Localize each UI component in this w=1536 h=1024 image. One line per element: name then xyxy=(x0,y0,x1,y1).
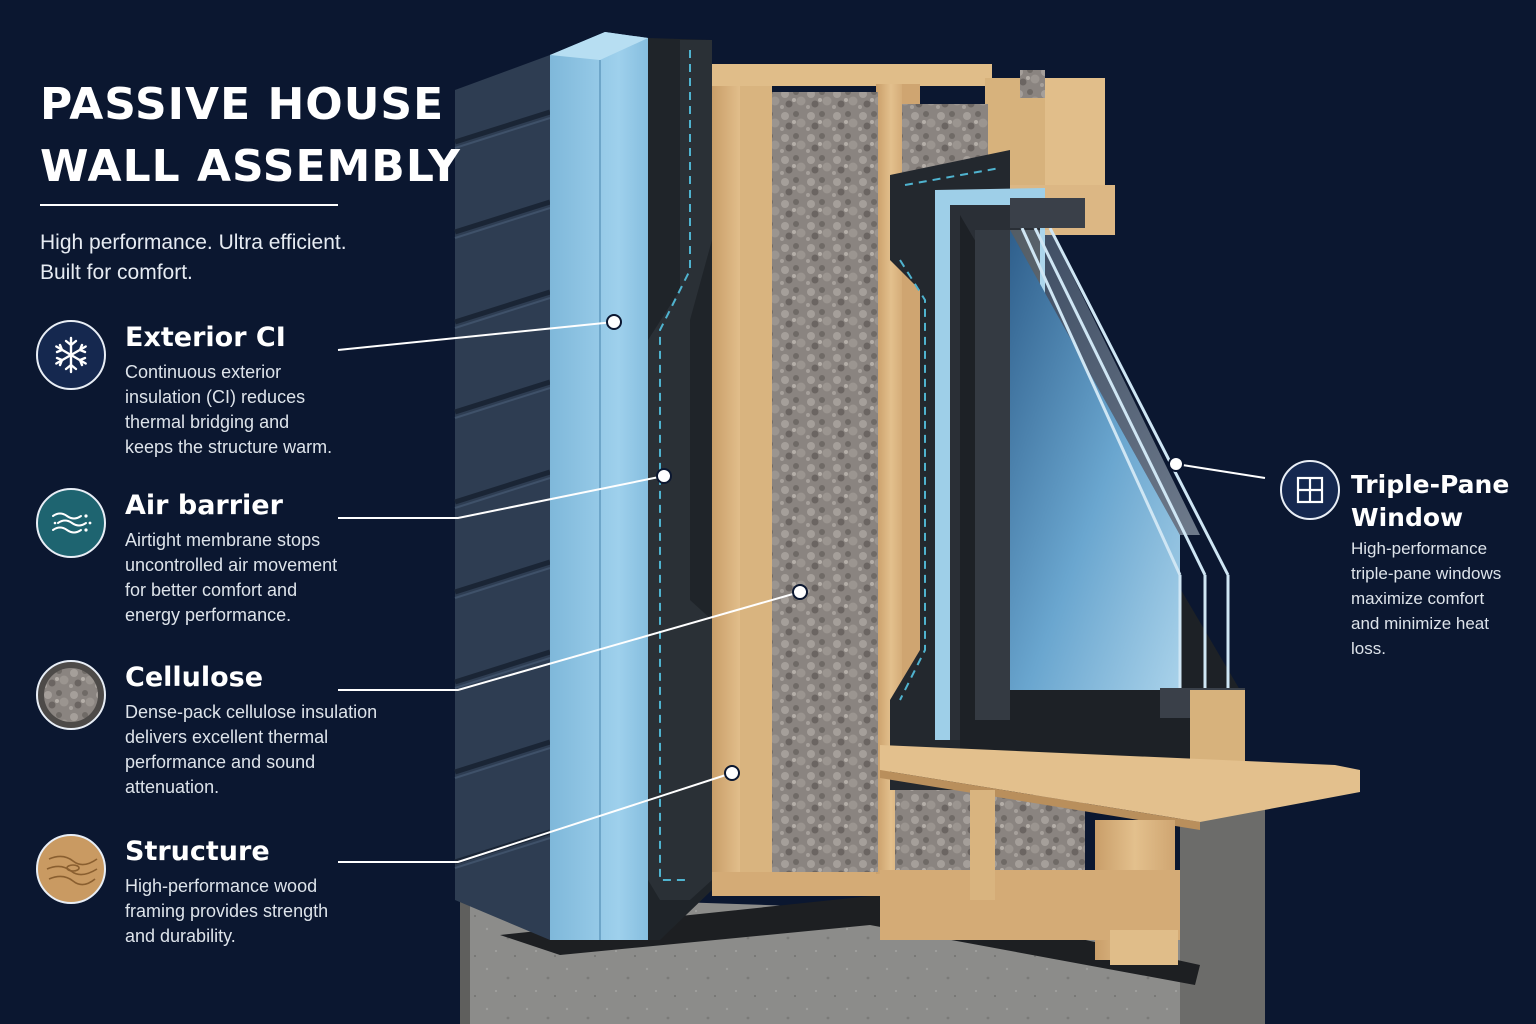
callout-description: Airtight membrane stops uncontrolled air… xyxy=(125,528,435,628)
callout-line: triple-pane windows xyxy=(1351,564,1502,583)
air-barrier-membrane xyxy=(648,38,712,940)
title-line-2: WALL ASSEMBLY xyxy=(40,141,461,192)
cellulose-texture-icon xyxy=(36,660,106,730)
air-flow-icon xyxy=(36,488,106,558)
callout-line: energy performance. xyxy=(125,605,292,625)
leader-dots xyxy=(606,314,1184,781)
page-title: PASSIVE HOUSE WALL ASSEMBLY xyxy=(40,74,461,198)
callout-line: and durability. xyxy=(125,926,236,946)
callout-line: performance and sound xyxy=(125,752,316,772)
callout-line: for better comfort and xyxy=(125,580,298,600)
tagline: High performance. Ultra efficient. Built… xyxy=(40,228,400,288)
callout-title: Air barrier xyxy=(125,490,283,521)
callout-line: delivers excellent thermal xyxy=(125,727,329,747)
leader-structure xyxy=(338,772,733,863)
wood-grain-icon xyxy=(36,834,106,904)
siding xyxy=(454,55,551,940)
leader-air-barrier xyxy=(338,475,665,519)
dot-window xyxy=(1168,456,1184,472)
snowflake-icon xyxy=(36,320,106,390)
callout-title-line: Triple-Pane xyxy=(1351,470,1510,499)
callout-line: uncontrolled air movement xyxy=(125,555,338,575)
dot-structure xyxy=(724,765,740,781)
tagline-line-2: Built for comfort. xyxy=(40,261,193,284)
title-divider xyxy=(40,204,338,206)
title-line-1: PASSIVE HOUSE xyxy=(40,79,445,130)
callout-title: Cellulose xyxy=(125,662,264,693)
callout-line: maximize comfort xyxy=(1351,589,1485,608)
window-sill xyxy=(880,745,1360,965)
callout-line: insulation (CI) reduces xyxy=(125,387,306,407)
callout-title: Structure xyxy=(125,836,270,867)
callout-description: High-performance triple-pane windows max… xyxy=(1351,536,1521,661)
callout-line: and minimize heat xyxy=(1351,614,1489,633)
dot-air-barrier xyxy=(656,468,672,484)
leader-lines xyxy=(337,321,1266,863)
callout-description: Dense-pack cellulose insulation delivers… xyxy=(125,700,435,800)
callout-line: keeps the structure warm. xyxy=(125,437,333,457)
triple-pane-window xyxy=(935,188,1245,775)
dot-cellulose xyxy=(792,584,808,600)
callout-line: loss. xyxy=(1351,639,1386,658)
callout-line: Dense-pack cellulose insulation xyxy=(125,702,378,722)
callout-line: High-performance xyxy=(1351,539,1488,558)
window-icon xyxy=(1280,460,1340,520)
leader-cellulose xyxy=(338,591,801,691)
callout-title: Triple-Pane Window xyxy=(1351,468,1509,534)
cellulose-insulation xyxy=(772,70,1085,905)
callout-line: thermal bridging and xyxy=(125,412,290,432)
callout-title: Exterior CI xyxy=(125,322,286,353)
callout-title-line: Window xyxy=(1351,503,1464,532)
callout-line: Continuous exterior xyxy=(125,362,282,382)
leader-exterior-ci xyxy=(337,321,615,351)
callout-description: High-performance wood framing provides s… xyxy=(125,874,435,949)
callout-line: High-performance wood xyxy=(125,876,318,896)
callout-line: framing provides strength xyxy=(125,901,329,921)
leader-window xyxy=(1175,463,1266,479)
callout-line: attenuation. xyxy=(125,777,220,797)
tagline-line-1: High performance. Ultra efficient. xyxy=(40,231,347,254)
callout-line: Airtight membrane stops xyxy=(125,530,321,550)
exterior-insulation-board xyxy=(550,32,648,940)
callout-description: Continuous exterior insulation (CI) redu… xyxy=(125,360,435,460)
dot-exterior-ci xyxy=(606,314,622,330)
